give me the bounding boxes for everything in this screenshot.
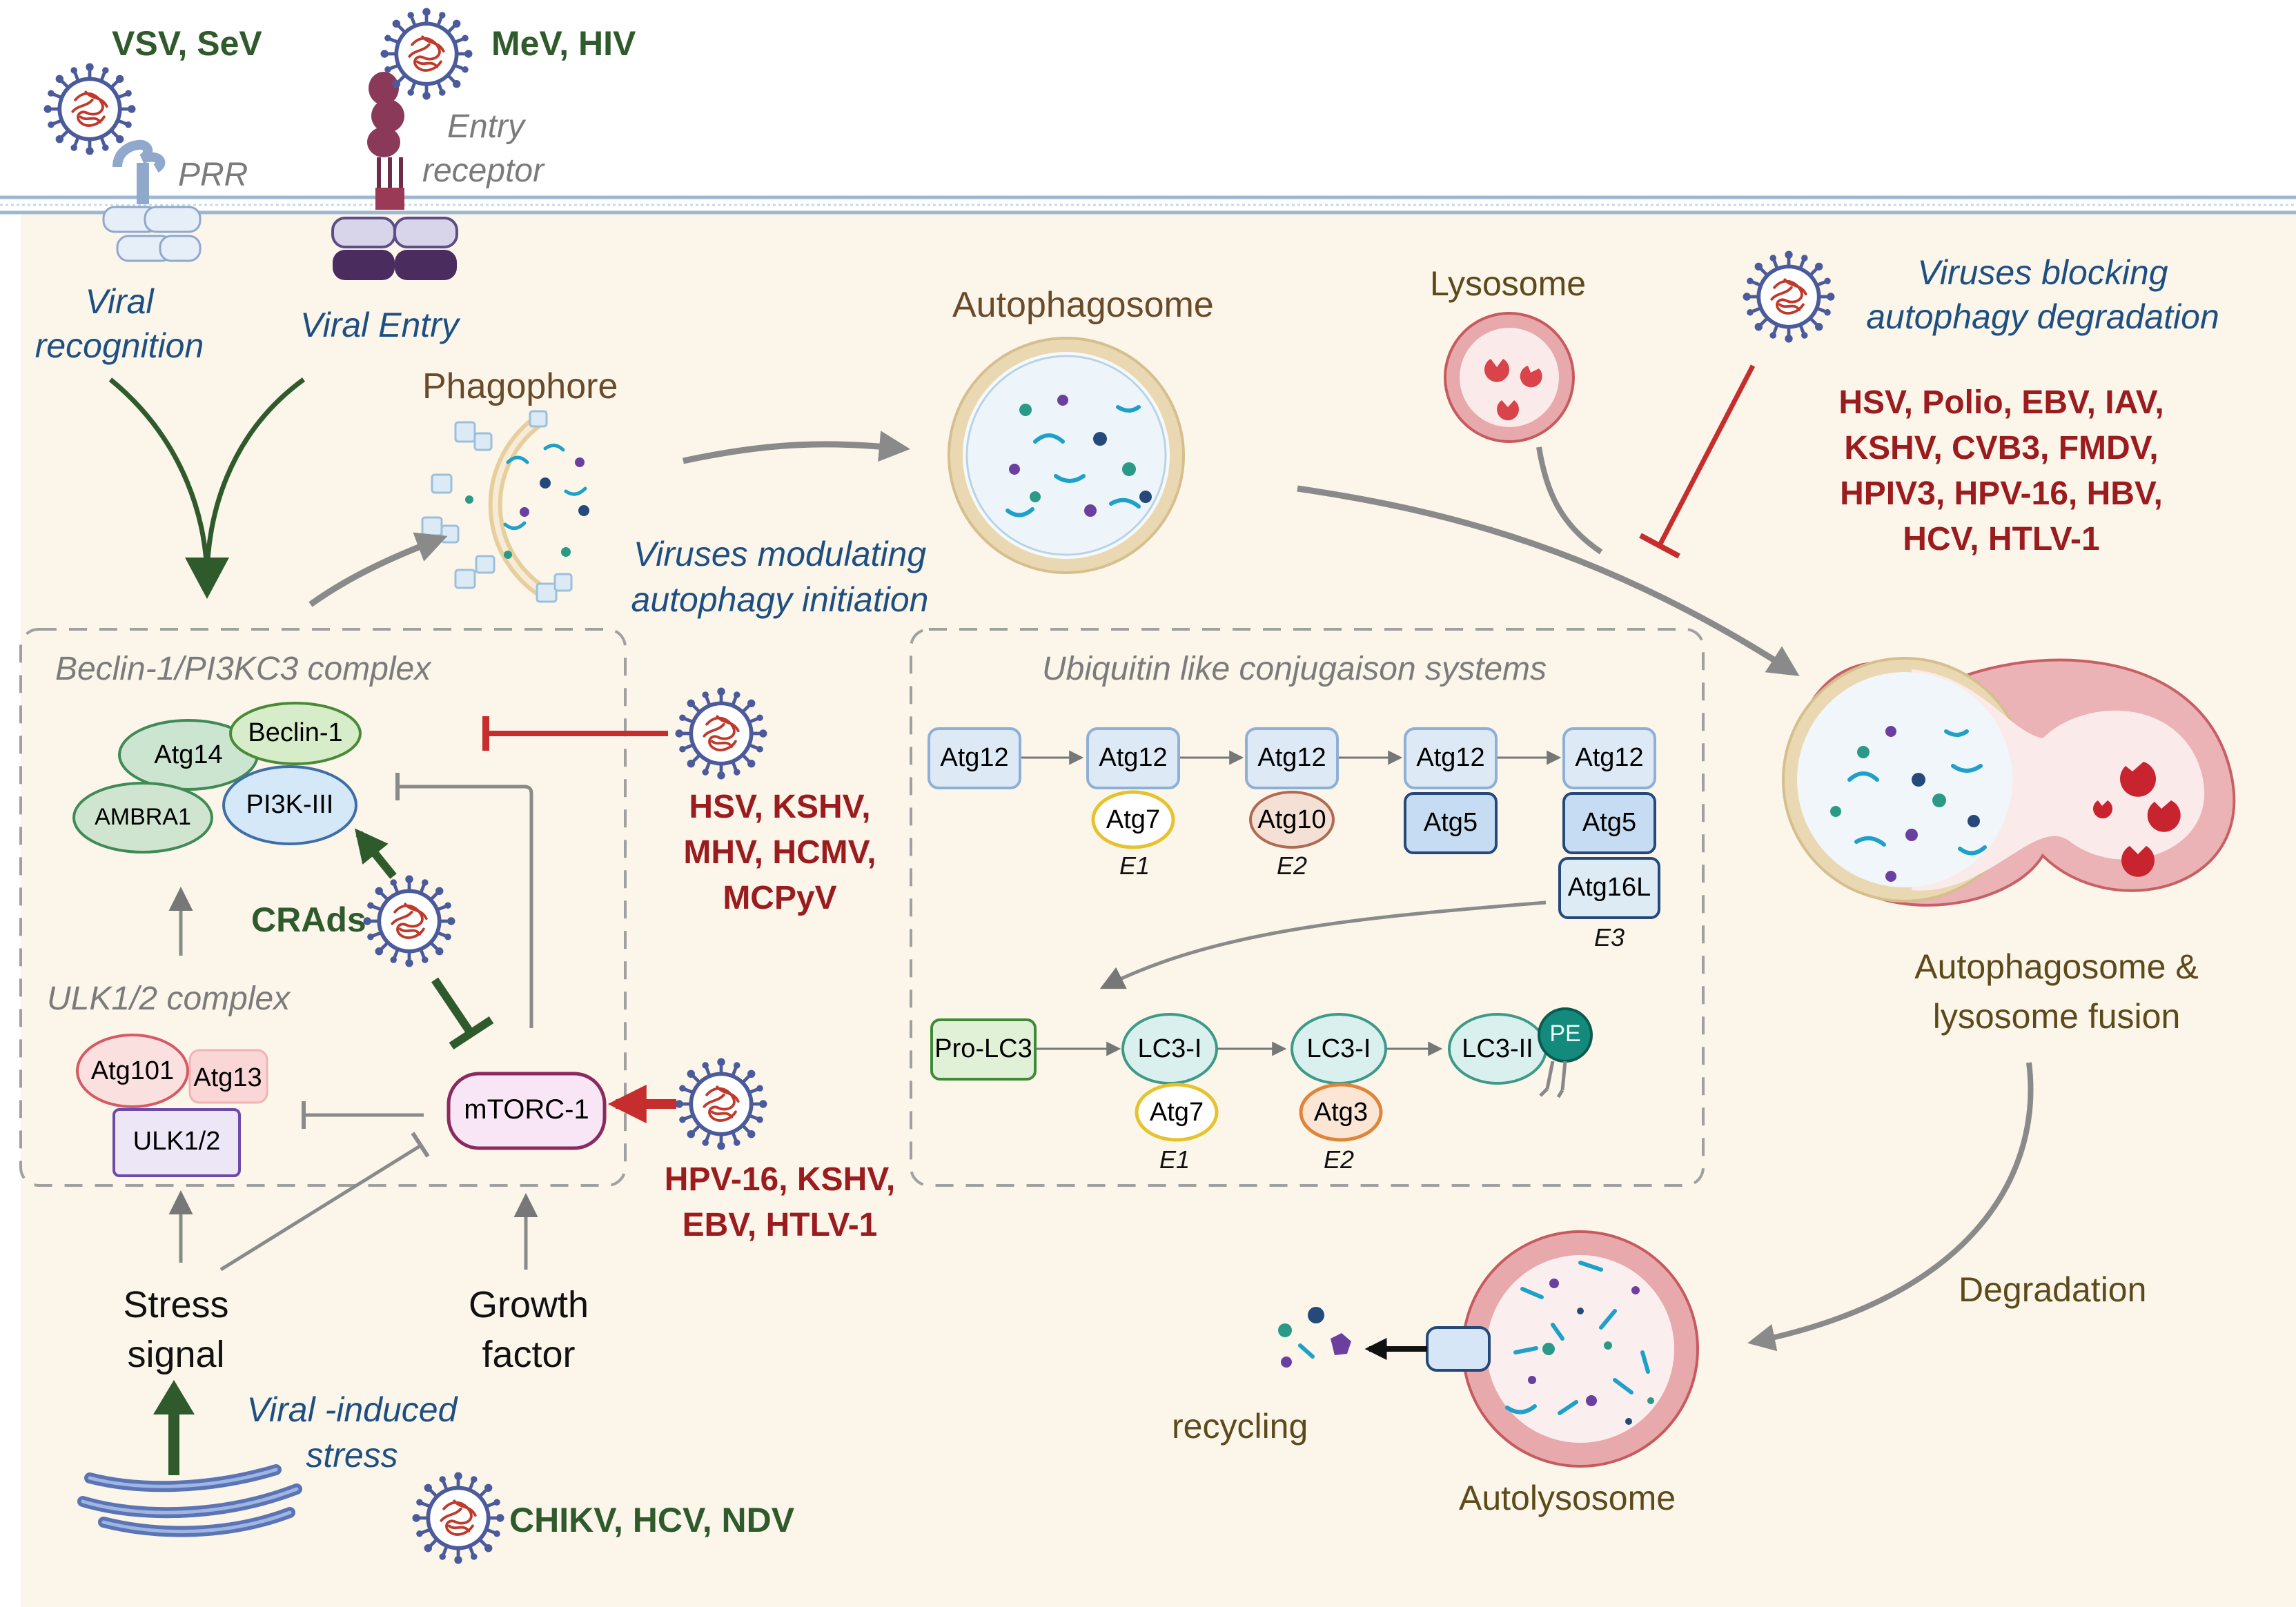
- lysosome-shape: [1444, 312, 1575, 443]
- row2-atg3-label: Atg3: [1313, 1098, 1368, 1127]
- virus-label-mev-hiv: MeV, HIV: [491, 24, 636, 63]
- atg13-label: Atg13: [193, 1063, 262, 1092]
- crads-label: CRAds: [251, 900, 366, 939]
- virus-icon-stress: [413, 1472, 504, 1564]
- growth-factor-label-1: Growth: [468, 1284, 589, 1325]
- degradation-label: Degradation: [1959, 1270, 2147, 1309]
- autophagosome-label: Autophagosome: [952, 285, 1214, 325]
- ubiquitin-region: [910, 628, 1705, 1187]
- virus-label-vsv-sev: VSV, SeV: [112, 24, 262, 63]
- beclin-virus-line-3: MCPyV: [723, 880, 837, 916]
- atg5-box-1: Atg5: [1423, 808, 1478, 837]
- ulk-complex-title: ULK1/2 complex: [47, 980, 291, 1017]
- autolysosome-label: Autolysosome: [1459, 1479, 1676, 1517]
- ubiquitin-title: Ubiquitin like conjugaison systems: [1042, 651, 1547, 687]
- stress-virus-label: CHIKV, HCV, NDV: [509, 1501, 795, 1539]
- blocking-virus-line-3: HPIV3, HPV-16, HBV,: [1840, 475, 2163, 512]
- pe-label: PE: [1549, 1021, 1581, 1047]
- viral-recognition-label-2: recognition: [35, 326, 204, 365]
- pi3k-label: PI3K-III: [246, 790, 334, 819]
- beclin1-label: Beclin-1: [248, 718, 343, 747]
- ambra1-label: AMBRA1: [95, 804, 191, 830]
- viral-entry-label: Viral Entry: [300, 306, 459, 344]
- virus-icon-vsv: [43, 63, 135, 155]
- prr-receptor: [102, 139, 202, 262]
- phagophore-label: Phagophore: [422, 366, 618, 406]
- autolysosome-shape: [1462, 1230, 1699, 1468]
- atg10-e2-label: Atg10: [1257, 805, 1326, 834]
- pro-lc3-box: Pro-LC3: [934, 1034, 1032, 1063]
- prr-label: PRR: [178, 157, 248, 193]
- row2-atg7-label: Atg7: [1149, 1098, 1204, 1127]
- beclin-ulk-region: [19, 628, 627, 1187]
- beclin-virus-line-2: MHV, HCMV,: [683, 834, 876, 871]
- atg12-box-2: Atg12: [1099, 743, 1168, 772]
- stress-signal-label-2: signal: [127, 1334, 225, 1375]
- stress-signal-label-1: Stress: [123, 1284, 229, 1325]
- row1-e3-label: E3: [1594, 923, 1625, 952]
- recognition-arrowhead: [185, 558, 229, 599]
- virus-icon-mev: [381, 8, 473, 99]
- viral-stress-label-2: stress: [306, 1436, 398, 1475]
- atg5-box-2: Atg5: [1582, 808, 1637, 837]
- recycling-label: recycling: [1172, 1407, 1308, 1446]
- lysosome-label: Lysosome: [1430, 264, 1587, 303]
- viral-stress-label-1: Viral -induced: [246, 1390, 458, 1429]
- entry-receptor-label-1: Entry: [447, 108, 525, 145]
- entry-receptor: [331, 72, 458, 280]
- mtor-virus-line-2: EBV, HTLV-1: [682, 1207, 878, 1243]
- atg12-box-4: Atg12: [1416, 743, 1485, 772]
- blocking-label-1: Viruses blocking: [1917, 253, 2168, 292]
- autophagosome-shape: [948, 337, 1185, 574]
- atg14-label: Atg14: [154, 740, 223, 769]
- fusion-label-2: lysosome fusion: [1932, 997, 2181, 1036]
- blocking-label-2: autophagy degradation: [1866, 297, 2219, 336]
- viral-recognition-label-1: Viral: [85, 282, 154, 321]
- virus-icon-blocking: [1743, 251, 1835, 343]
- atg101-label: Atg101: [90, 1056, 175, 1085]
- entry-curve: [204, 377, 306, 580]
- row1-e2-label: E2: [1277, 851, 1308, 880]
- row2-e1-label: E1: [1159, 1145, 1190, 1174]
- virus-icon-crads: [364, 876, 455, 967]
- blocking-virus-line-1: HSV, Polio, EBV, IAV,: [1838, 384, 2164, 421]
- beclin-virus-line-1: HSV, KSHV,: [689, 789, 871, 825]
- mtor-virus-line-1: HPV-16, KSHV,: [664, 1161, 896, 1198]
- row2-e2-label: E2: [1324, 1145, 1355, 1174]
- entry-receptor-label-2: receptor: [422, 152, 544, 189]
- fusion-label-1: Autophagosome &: [1914, 947, 2199, 986]
- atg12-box-5: Atg12: [1575, 743, 1644, 772]
- fusion-shape: [1782, 657, 2236, 907]
- atg12-box-1: Atg12: [940, 743, 1009, 772]
- beclin-complex-title: Beclin-1/PI3KC3 complex: [55, 651, 431, 687]
- ulk-label: ULK1/2: [133, 1127, 221, 1156]
- virus-icon-beclin: [676, 688, 767, 780]
- initiation-label-1: Viruses modulating: [633, 535, 927, 573]
- transporter-shape: [1426, 1326, 1491, 1372]
- virus-icon-mtor: [676, 1058, 767, 1150]
- blocking-virus-line-4: HCV, HTLV-1: [1903, 521, 2100, 558]
- lc3-i-box-2: LC3-I: [1306, 1034, 1371, 1063]
- row1-e1-label: E1: [1119, 851, 1150, 880]
- atg12-box-3: Atg12: [1257, 743, 1326, 772]
- plasma-membrane: [0, 195, 2296, 215]
- recycling-particles: [1278, 1307, 1351, 1368]
- blocking-virus-line-2: KSHV, CVB3, FMDV,: [1844, 430, 2159, 466]
- lc3-ii-box: LC3-II: [1462, 1034, 1533, 1063]
- atg16l-box: Atg16L: [1567, 873, 1651, 902]
- initiation-label-2: autophagy initiation: [631, 580, 929, 619]
- lc3-i-box-1: LC3-I: [1137, 1034, 1202, 1063]
- growth-factor-label-2: factor: [482, 1334, 576, 1375]
- mtorc1-label: mTORC-1: [464, 1094, 589, 1125]
- phagophore-shape: [421, 410, 589, 603]
- atg7-e1-label: Atg7: [1106, 805, 1161, 834]
